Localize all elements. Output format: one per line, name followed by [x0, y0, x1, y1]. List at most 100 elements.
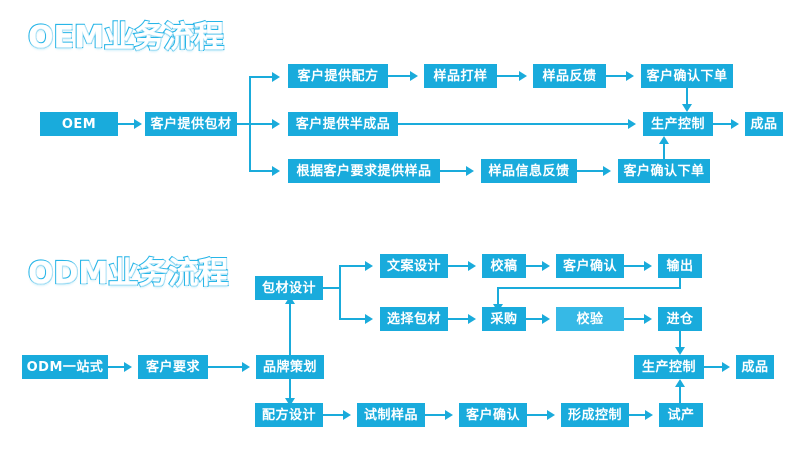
- oem-node-branch-c-1[interactable]: 根据客户要求提供样品: [288, 159, 440, 183]
- oem-connector-start-packaging: [118, 123, 134, 125]
- oem-node-branch-b-1[interactable]: 客户提供半成品: [288, 112, 398, 136]
- odm-arrowhead-verify-warehouse: [644, 314, 652, 324]
- odm-arrowhead-confirm-output: [644, 261, 652, 271]
- oem-node-branch-a-2[interactable]: 样品打样: [424, 64, 497, 88]
- oem-arrowhead-branch-a: [272, 72, 280, 82]
- oem-branch-b-stub: [249, 123, 274, 125]
- odm-package-branch-bottom-stub: [339, 318, 367, 320]
- oem-connector-a1-a2: [388, 75, 412, 77]
- oem-node-branch-c-3[interactable]: 客户确认下单: [618, 159, 710, 183]
- odm-connector-warehouse-production: [679, 331, 681, 348]
- odm-node-start[interactable]: ODM一站式: [22, 355, 108, 379]
- odm-package-branch-top-stub: [339, 265, 367, 267]
- odm-connector-verify-warehouse: [624, 318, 646, 320]
- odm-node-proofreading[interactable]: 校稿: [482, 254, 526, 278]
- odm-connector-select-purchase: [448, 318, 470, 320]
- odm-node-verify[interactable]: 校验: [556, 307, 624, 331]
- oem-node-branch-a-3[interactable]: 样品反馈: [533, 64, 606, 88]
- odm-arrowhead-formcontrol-trialprod: [645, 410, 653, 420]
- oem-arrowhead-c3-production: [659, 136, 669, 144]
- odm-node-branding[interactable]: 品牌策划: [256, 355, 324, 379]
- odm-connector-purchase-verify: [526, 318, 544, 320]
- oem-connector-c1-c2: [440, 170, 468, 172]
- odm-node-requirement[interactable]: 客户要求: [138, 355, 208, 379]
- oem-connector-a2-a3: [497, 75, 521, 77]
- oem-branch-c-stub: [249, 170, 274, 172]
- odm-node-customer-confirm-bottom[interactable]: 客户确认: [459, 403, 527, 427]
- oem-node-branch-c-2[interactable]: 样品信息反馈: [481, 159, 577, 183]
- odm-arrowhead-package-select: [365, 314, 373, 324]
- odm-connector-production-finished: [704, 366, 724, 368]
- odm-node-trial-production[interactable]: 试产: [659, 403, 703, 427]
- odm-connector-trialprod-production: [679, 387, 681, 403]
- odm-node-production[interactable]: 生产控制: [634, 355, 704, 379]
- oem-arrowhead-c1-c2: [466, 166, 474, 176]
- oem-node-finished[interactable]: 成品: [745, 112, 783, 136]
- oem-arrowhead-a1-a2: [410, 71, 418, 81]
- odm-connector-formcontrol-trialprod: [629, 414, 647, 416]
- oem-node-packaging[interactable]: 客户提供包材: [145, 112, 237, 136]
- odm-arrowhead-production-finished: [722, 362, 730, 372]
- odm-arrowhead-package-copy: [365, 261, 373, 271]
- oem-node-start[interactable]: OEM: [40, 112, 118, 136]
- oem-node-production[interactable]: 生产控制: [643, 112, 713, 136]
- odm-package-branch-spine: [339, 265, 341, 320]
- odm-connector-branding-formula: [289, 379, 291, 399]
- oem-arrowhead-a2-a3: [519, 71, 527, 81]
- odm-connector-output-drop: [679, 278, 681, 288]
- odm-node-warehouse[interactable]: 进仓: [658, 307, 702, 331]
- odm-arrowhead-proof-confirm: [542, 261, 550, 271]
- oem-branch-a-stub: [249, 76, 274, 78]
- odm-connector-confirm-output: [624, 265, 646, 267]
- section-title-odm: ODM业务流程: [27, 255, 229, 292]
- odm-connector-copy-proof: [448, 265, 470, 267]
- odm-node-finished[interactable]: 成品: [736, 355, 774, 379]
- odm-node-customer-confirm-top[interactable]: 客户确认: [556, 254, 624, 278]
- odm-node-package-design[interactable]: 包材设计: [255, 276, 323, 300]
- odm-connector-start-requirement: [108, 366, 126, 368]
- oem-arrowhead-start-packaging: [134, 119, 142, 129]
- odm-node-select-package[interactable]: 选择包材: [380, 307, 448, 331]
- odm-arrowhead-start-requirement: [124, 362, 132, 372]
- odm-connector-trial-confirm: [425, 414, 447, 416]
- odm-package-branch-trunk: [323, 287, 341, 289]
- odm-connector-branding-package-design: [289, 303, 291, 355]
- odm-node-purchase[interactable]: 采购: [482, 307, 526, 331]
- odm-arrowhead-select-purchase: [468, 314, 476, 324]
- odm-connector-confirm-formcontrol: [527, 414, 549, 416]
- odm-node-formula-design[interactable]: 配方设计: [255, 403, 323, 427]
- odm-connector-output-across: [497, 287, 681, 289]
- odm-arrowhead-branding-formula: [285, 398, 295, 406]
- oem-branch-trunk: [237, 123, 251, 125]
- oem-arrowhead-b1-production: [628, 119, 636, 129]
- oem-arrowhead-branch-c: [272, 166, 280, 176]
- odm-connector-formula-trial: [323, 414, 345, 416]
- odm-node-output[interactable]: 输出: [658, 254, 702, 278]
- odm-arrowhead-confirm-formcontrol: [547, 410, 555, 420]
- oem-arrowhead-c2-c3: [603, 166, 611, 176]
- odm-arrowhead-copy-proof: [468, 261, 476, 271]
- odm-arrowhead-trial-confirm: [445, 410, 453, 420]
- odm-connector-output-down: [497, 287, 499, 305]
- oem-connector-b1-production: [398, 123, 630, 125]
- odm-node-copy-design[interactable]: 文案设计: [380, 254, 448, 278]
- odm-connector-proof-confirm: [526, 265, 544, 267]
- oem-arrowhead-a3-a4: [626, 71, 634, 81]
- oem-connector-c2-c3: [577, 170, 605, 172]
- oem-arrowhead-branch-b: [272, 119, 280, 129]
- oem-connector-c3-production: [663, 144, 665, 159]
- odm-node-trial-sample[interactable]: 试制样品: [357, 403, 425, 427]
- oem-connector-a4-production: [686, 88, 688, 105]
- odm-arrowhead-branding-package-design: [285, 296, 295, 304]
- odm-arrowhead-formula-trial: [343, 410, 351, 420]
- oem-node-branch-a-1[interactable]: 客户提供配方: [288, 64, 388, 88]
- odm-arrowhead-trialprod-production: [675, 379, 685, 387]
- oem-connector-a3-a4: [606, 75, 628, 77]
- odm-node-form-control[interactable]: 形成控制: [561, 403, 629, 427]
- odm-arrowhead-purchase-verify: [542, 314, 550, 324]
- odm-arrowhead-requirement-branding: [242, 362, 250, 372]
- oem-connector-production-finished: [713, 123, 733, 125]
- oem-node-branch-a-4[interactable]: 客户确认下单: [641, 64, 733, 88]
- section-title-oem: OEM业务流程: [27, 19, 225, 56]
